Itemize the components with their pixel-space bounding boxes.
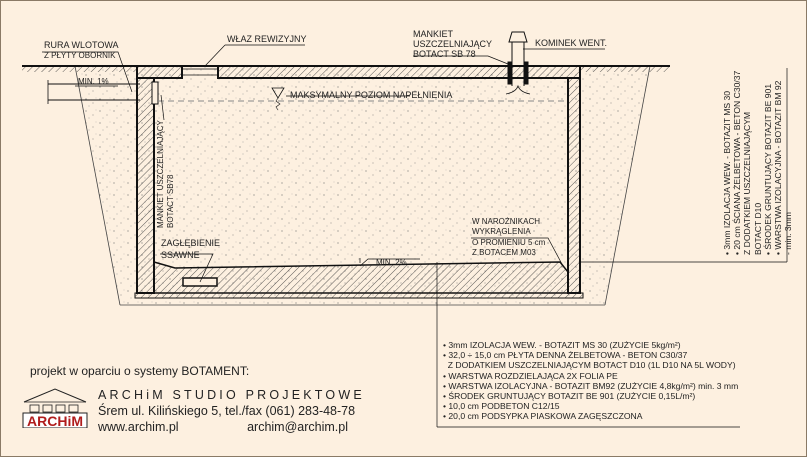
inlet-pipe-label-2: Z PŁYTY OBORNIK xyxy=(44,51,116,60)
max-level-label: MAKSYMALNY POZIOM NAPEŁNIENIA xyxy=(290,90,452,100)
wall-layer: Z DODATKIEM USZCZELNIAJĄCYM xyxy=(742,111,753,255)
collar-top-label-2: USZCZELNIAJĄCY xyxy=(413,39,492,49)
firm-address: Śrem ul. Kilińskiego 5, tel./fax (061) 2… xyxy=(98,404,356,418)
collar-side-label-2: BOTACT SB78 xyxy=(166,174,175,228)
archim-logo: ARCHiM xyxy=(22,388,88,429)
inlet-pipe xyxy=(47,80,159,105)
wall-layer: - min. 3mm xyxy=(783,212,794,255)
collar-side-label-1: MANKIET USZCZELNIAJĄCY xyxy=(156,119,165,228)
floor-layer: Z DODATKIEM USZCZELNIAJĄCYM BOTACT D10 (… xyxy=(443,360,736,371)
project-note: projekt w oparciu o systemy BOTAMENT: xyxy=(30,364,250,378)
svg-text:ARCHiM: ARCHiM xyxy=(27,413,83,428)
firm-email-link[interactable]: archim@archim.pl xyxy=(247,420,348,434)
tank-wall-right xyxy=(567,77,581,294)
corner-note-2: WYKRĄGLENIA xyxy=(472,227,531,236)
wall-layers-list: • 3mm IZOLACJA WEW. - BOTAZIT MS 30 • 20… xyxy=(722,71,793,255)
tank-top-slab-right xyxy=(217,65,581,79)
firm-website-link[interactable]: www.archim.pl xyxy=(98,420,179,434)
floor-layer: • 32,0 ÷ 15,0 cm PŁYTA DENNA ŻELBETOWA -… xyxy=(443,350,688,361)
floor-layer: • 3mm IZOLACJA WEW. - BOTAZIT MS 30 (ZUŻ… xyxy=(443,340,681,350)
firm-name: ARCHiM STUDIO PROJEKTOWE xyxy=(98,388,365,402)
floor-layer: • WARSTWA ROZDZIELAJĄCA 2X FOLIA PE xyxy=(443,370,618,381)
floor-layer: • WARSTWA IZOLACYJNA - BOTAZIT BM92 (ZUŻ… xyxy=(443,380,739,391)
manhole-label: WŁAZ REWIZYJNY xyxy=(227,34,307,44)
lean-concrete xyxy=(134,292,584,299)
excavation-slope-left xyxy=(74,65,121,306)
floor-layer: • ŚRODEK GRUNTUJĄCY BOTAZIT BE 901 (ZUŻY… xyxy=(443,391,696,402)
pipe-slope-label: MIN. 1% xyxy=(78,77,109,86)
collar-top-label-3: BOTACT SB 78 xyxy=(413,49,476,59)
floor-layer: • 10,0 cm PODBETON C12/15 xyxy=(443,401,560,412)
collar-top-label-1: MANKIET xyxy=(413,29,454,39)
wall-layer: • ŚRODEK GRUNTUJĄCY BOTAZIT BE 901 xyxy=(762,83,773,255)
backfill-sand xyxy=(75,66,650,305)
vent-chimney-label: KOMINEK WENT. xyxy=(535,38,607,48)
floor-layers-list: • 3mm IZOLACJA WEW. - BOTAZIT MS 30 (ZUŻ… xyxy=(443,340,738,422)
corner-note-1: W NAROŻNIKACH xyxy=(472,217,540,226)
vent-chimney xyxy=(505,31,531,95)
wall-layer: • WARSTWA IZOLACYJNA - BOTAZIT BM 92 xyxy=(773,80,784,255)
wall-layer: • 3mm IZOLACJA WEW. - BOTAZIT MS 30 xyxy=(722,90,732,255)
tank-top-slab-left xyxy=(136,65,183,79)
inlet-pipe-label-1: RURA WLOTOWA xyxy=(44,40,119,50)
floor-layer: • 20,0 cm PODSYPKA PIASKOWA ZAGĘSZCZONA xyxy=(443,411,643,422)
excavation-slope-right xyxy=(604,65,651,306)
level-marker-icon xyxy=(271,87,285,99)
corner-note-4: Z BOTACEM M03 xyxy=(472,248,536,257)
floor-slope-label: MIN. 2% xyxy=(376,258,407,267)
corner-note-3: O PROMIENIU 5 cm xyxy=(472,238,546,247)
wall-layer: • 20 cm ŚCIANA ŻELBETOWA - BETON C30/37 xyxy=(732,70,743,255)
sump-label-2: SSAWNE xyxy=(161,250,200,260)
firm-info: ARCHiM STUDIO PROJEKTOWE Śrem ul. Kilińs… xyxy=(98,387,365,435)
tank-wall-left xyxy=(136,77,155,294)
sump-label-1: ZAGŁĘBIENIE xyxy=(161,238,220,248)
wall-layer: BOTACT D10 xyxy=(752,202,763,255)
